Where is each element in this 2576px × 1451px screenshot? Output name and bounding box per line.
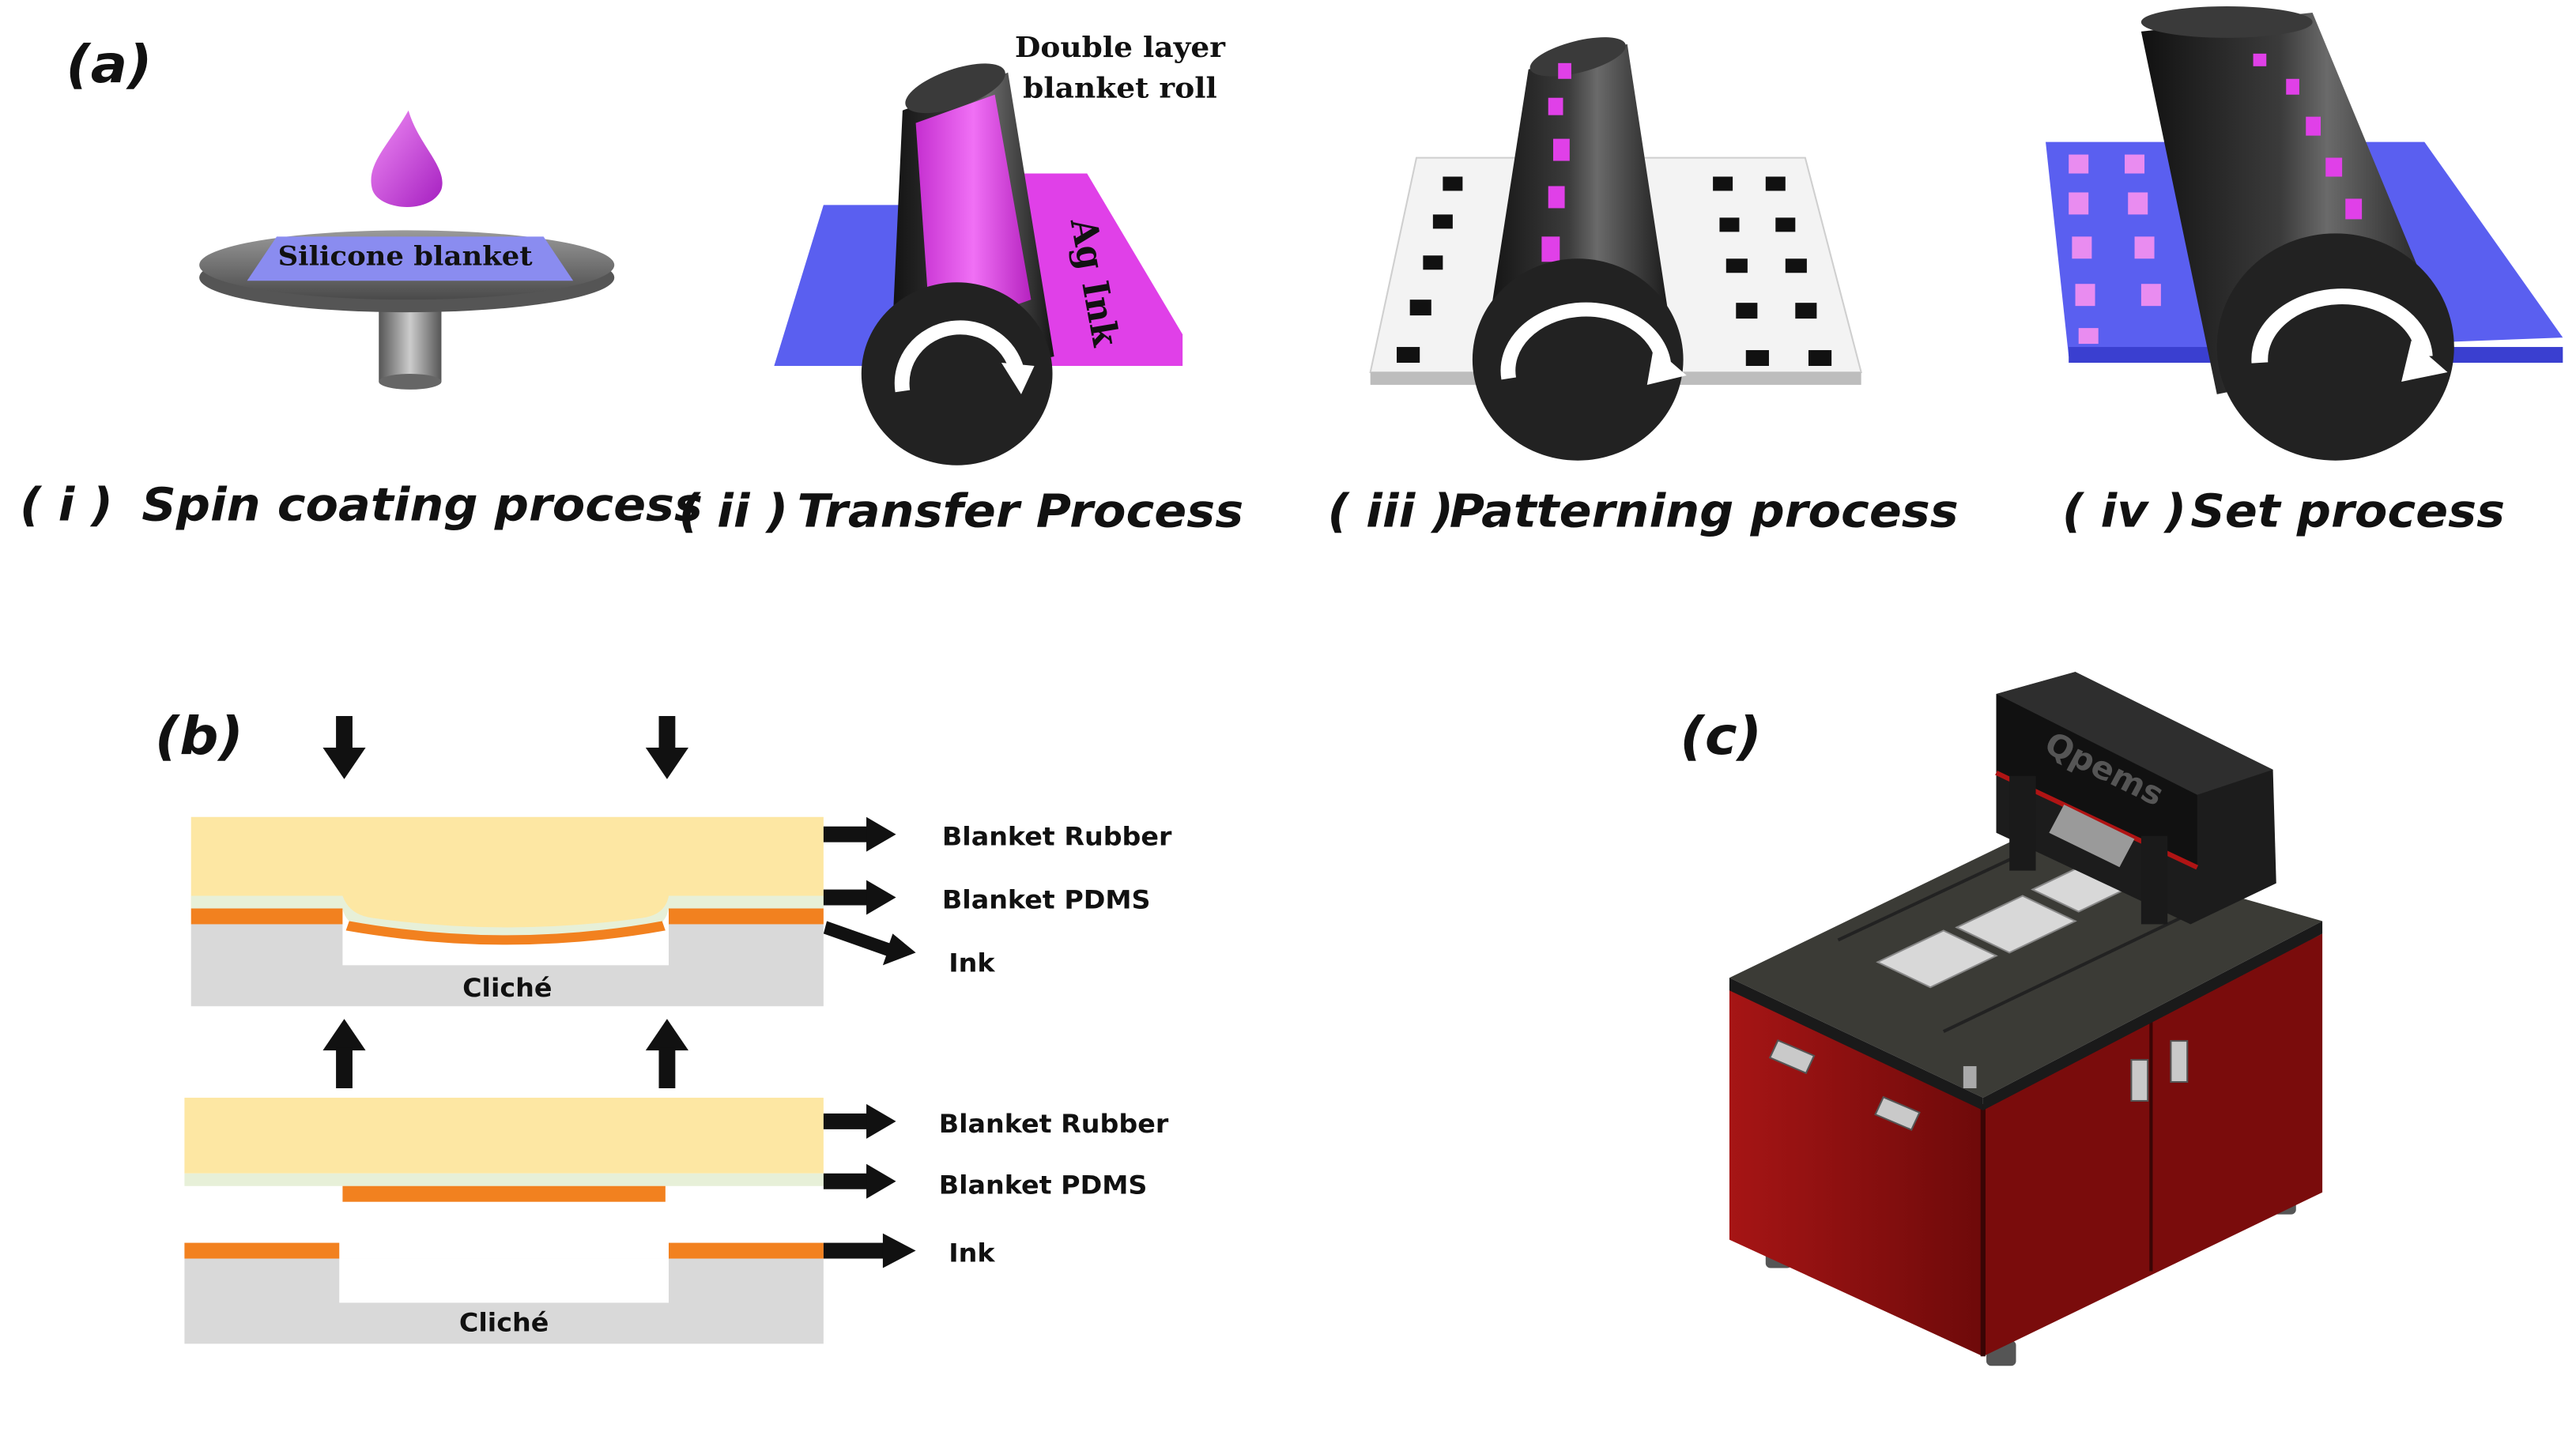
- silicone-blanket-label: Silicone blanket: [278, 240, 533, 272]
- ink-left: [190, 908, 343, 925]
- step-ii-caption: Transfer Process: [798, 484, 1244, 537]
- legend-diagonal-arrow-icon: [823, 921, 916, 966]
- legend-arrowhead-icon: [866, 1103, 896, 1139]
- step-iv-numeral: ( iv ): [2062, 484, 2186, 537]
- panel-b: (b) Cliché Blan: [155, 706, 1172, 1344]
- down-arrow-right-icon: [658, 716, 676, 757]
- printing-machine-illustration: Qpems: [1729, 672, 2323, 1366]
- legend-arrowhead-icon: [866, 880, 896, 915]
- patterning-illustration: [1369, 37, 1862, 461]
- released-stack-diagram: Cliché: [184, 1097, 824, 1344]
- legend-arrow-icon: [823, 1173, 870, 1189]
- ink-right: [669, 908, 824, 925]
- sensor-post: [1963, 1066, 1977, 1088]
- roll-label-line1: Double layer: [1015, 31, 1226, 64]
- ink-left: [184, 1242, 340, 1259]
- legend-arrowhead-icon: [882, 1233, 916, 1268]
- released-stack-legend: Blanket Rubber Blanket PDMS Ink: [823, 1103, 1169, 1268]
- step-iii-numeral: ( iii ): [1328, 484, 1454, 537]
- step-i-caption: Spin coating process: [141, 478, 703, 531]
- ink-right: [669, 1242, 824, 1259]
- panel-c-letter: (c): [1680, 706, 1762, 766]
- table-edge-left: [1729, 978, 1983, 1110]
- panel-a: (a) Silicone blanket ( i ) Spin coating …: [20, 6, 2563, 537]
- legend-ink: Ink: [949, 948, 996, 978]
- spin-chuck-foot: [379, 373, 442, 390]
- substrate-ink-pattern: [2069, 154, 2161, 345]
- legend-arrowhead-icon: [866, 816, 896, 852]
- roll-back-cap: [1529, 37, 1626, 77]
- panel-b-letter: (b): [155, 706, 243, 766]
- cliche-label: Cliché: [459, 1308, 549, 1337]
- gantry-leg-right: [2140, 835, 2168, 925]
- step-iii-caption: Patterning process: [1450, 484, 1959, 537]
- rotation-arrowhead-icon: [1001, 363, 1035, 394]
- gantry-leg-left: [2009, 775, 2036, 871]
- rotation-arrowhead-icon: [2401, 341, 2448, 382]
- rotation-arrowhead-icon: [1646, 347, 1687, 385]
- cliche-label: Cliché: [462, 974, 552, 1003]
- ink-drop-icon: [371, 110, 443, 207]
- down-arrow-left-icon: [336, 716, 353, 757]
- panel-a-letter: (a): [66, 34, 152, 94]
- step-i-numeral: ( i ): [20, 478, 113, 531]
- cabinet-handles: [1768, 1039, 2189, 1131]
- table-rail: [1942, 903, 2208, 1033]
- down-arrow-left-head-icon: [322, 747, 366, 779]
- roll-ink-layer: [915, 94, 1032, 335]
- panel-c: (c): [1680, 672, 2323, 1366]
- legend-arrow-icon: [823, 826, 870, 842]
- gantry-front: [1996, 694, 2197, 868]
- legend-arrow-icon: [823, 1113, 870, 1129]
- roll-back-cap: [2140, 6, 2313, 38]
- set-process-illustration: [2046, 6, 2563, 461]
- legend-ink: Ink: [949, 1238, 996, 1268]
- legend-blanket-pdms: Blanket PDMS: [939, 1170, 1148, 1200]
- legend-blanket-pdms: Blanket PDMS: [942, 885, 1151, 914]
- table-edge-right: [1982, 921, 2323, 1110]
- pressed-stack-diagram: Cliché: [190, 816, 824, 1007]
- ink-picked-up: [345, 921, 666, 945]
- press-down-arrows: [322, 716, 689, 779]
- rotation-arrow-icon: [2251, 288, 2433, 364]
- legend-arrow-icon: [823, 889, 870, 906]
- spin-chuck-stem: [379, 300, 442, 382]
- step-iv-caption: Set process: [2190, 484, 2505, 537]
- up-arrow-right-head-icon: [645, 1019, 689, 1051]
- rotation-arrow-icon: [894, 320, 1026, 393]
- legend-blanket-rubber: Blanket Rubber: [942, 822, 1172, 851]
- blanket-pdms-layer: [190, 895, 824, 937]
- step-ii-numeral: ( ii ): [679, 484, 789, 537]
- down-arrow-right-head-icon: [645, 747, 689, 779]
- roll-end-cap: [1472, 258, 1684, 461]
- up-arrow-left-icon: [336, 1047, 353, 1088]
- up-arrow-right-icon: [658, 1047, 676, 1088]
- spin-coater-illustration: Silicone blanket: [199, 110, 615, 390]
- up-arrow-left-head-icon: [322, 1019, 366, 1051]
- roll-end-cap: [2216, 233, 2454, 461]
- legend-blanket-rubber: Blanket Rubber: [939, 1110, 1169, 1139]
- ink-transferred: [342, 1185, 666, 1202]
- roll-back-cap: [905, 63, 1005, 114]
- gantry-top: [1996, 672, 2273, 795]
- roll-label-line2: blanket roll: [1023, 71, 1217, 104]
- legend-arrow-icon: [823, 1242, 887, 1259]
- silicone-blanket-sheet: [247, 236, 574, 281]
- cliche-recess: [339, 1258, 669, 1303]
- legend-arrowhead-icon: [866, 1163, 896, 1199]
- transfer-roll-illustration: Ag Ink Double layer blanket roll: [774, 31, 1226, 465]
- rotation-arrow-icon: [1500, 302, 1671, 380]
- pressed-stack-legend: Blanket Rubber Blanket PDMS Ink: [823, 816, 1172, 978]
- cliche-pattern-squares: [1397, 176, 1832, 366]
- blanket-rubber-layer: [184, 1097, 824, 1174]
- blanket-pdms-layer: [184, 1173, 824, 1186]
- roll-end-cap: [861, 282, 1053, 465]
- print-head-roller: [2049, 805, 2135, 868]
- release-up-arrows: [322, 1019, 689, 1088]
